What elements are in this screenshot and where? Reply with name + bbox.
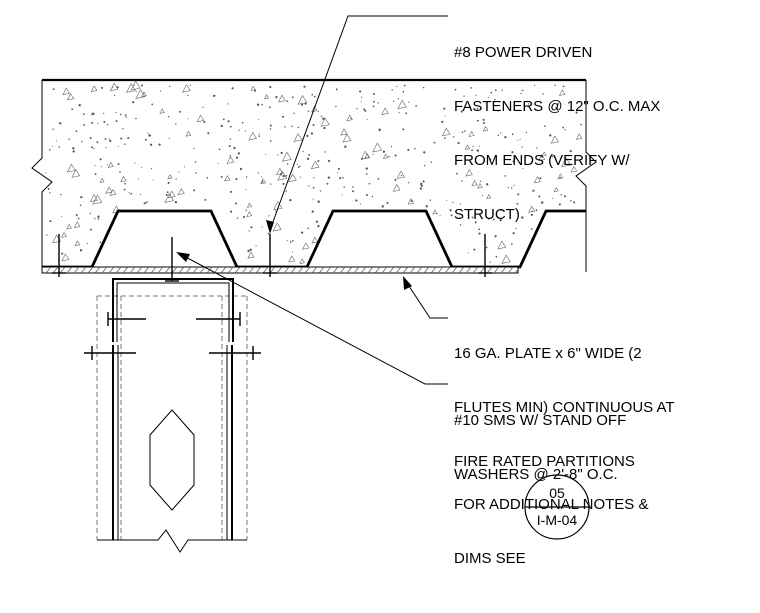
top-track-inner — [116, 282, 230, 342]
sms-screw — [209, 346, 261, 360]
power-fastener — [478, 234, 492, 277]
fastener-note-line: STRUCT) — [454, 206, 520, 223]
fastener-note-line: FROM ENDS (VERIFY W/ — [454, 152, 630, 169]
plate-leader — [403, 276, 448, 319]
sms-screw — [196, 312, 241, 326]
metal-deck-profile — [42, 209, 586, 269]
sms-screw — [107, 312, 146, 326]
fastener-leader — [266, 15, 448, 234]
concrete-fill-pattern — [45, 80, 583, 264]
fastener-note: #8 POWER DRIVEN FASTENERS @ 12" O.C. MAX… — [454, 8, 660, 242]
plate-note-line: 16 GA. PLATE x 6" WIDE (2 — [454, 345, 642, 362]
sheet-number: I-M-04 — [537, 512, 578, 528]
sms-screw — [84, 346, 136, 360]
bottom-break-line — [97, 529, 247, 553]
stud-wall — [96, 295, 248, 540]
plate-note-line: FIRE RATED PARTITIONS — [454, 453, 635, 470]
plate-note: 16 GA. PLATE x 6" WIDE (2 FLUTES MIN) CO… — [454, 309, 675, 489]
steel-plate — [41, 266, 519, 274]
fastener-note-line: #8 POWER DRIVEN — [454, 44, 593, 61]
reference-note-line: DIMS SEE — [454, 550, 526, 567]
screw-note-line: #10 SMS W/ STAND OFF — [454, 412, 627, 429]
power-fastener — [165, 237, 179, 282]
power-fastener — [263, 234, 277, 277]
screw-leader — [176, 252, 448, 385]
plate-hatch — [45, 266, 521, 274]
screw-note-line: WASHERS @ 2'-8" O.C. — [454, 466, 618, 483]
power-fastener — [52, 234, 66, 277]
screw-note: #10 SMS W/ STAND OFF WASHERS @ 2'-8" O.C… — [454, 376, 626, 502]
reference-note-line: FOR ADDITIONAL NOTES & — [454, 496, 649, 513]
right-break-line — [575, 80, 597, 272]
top-track — [112, 278, 234, 342]
detail-number: 05 — [549, 485, 565, 501]
reference-note: FOR ADDITIONAL NOTES & DIMS SEE — [454, 460, 648, 586]
plate-note-line: FLUTES MIN) CONTINUOUS AT — [454, 399, 675, 416]
fastener-note-line: FASTENERS @ 12" O.C. MAX — [454, 98, 661, 115]
left-break-line — [31, 80, 53, 272]
stud-knockout — [149, 409, 195, 511]
detail-reference-tag[interactable]: 05 I-M-04 — [524, 474, 590, 540]
